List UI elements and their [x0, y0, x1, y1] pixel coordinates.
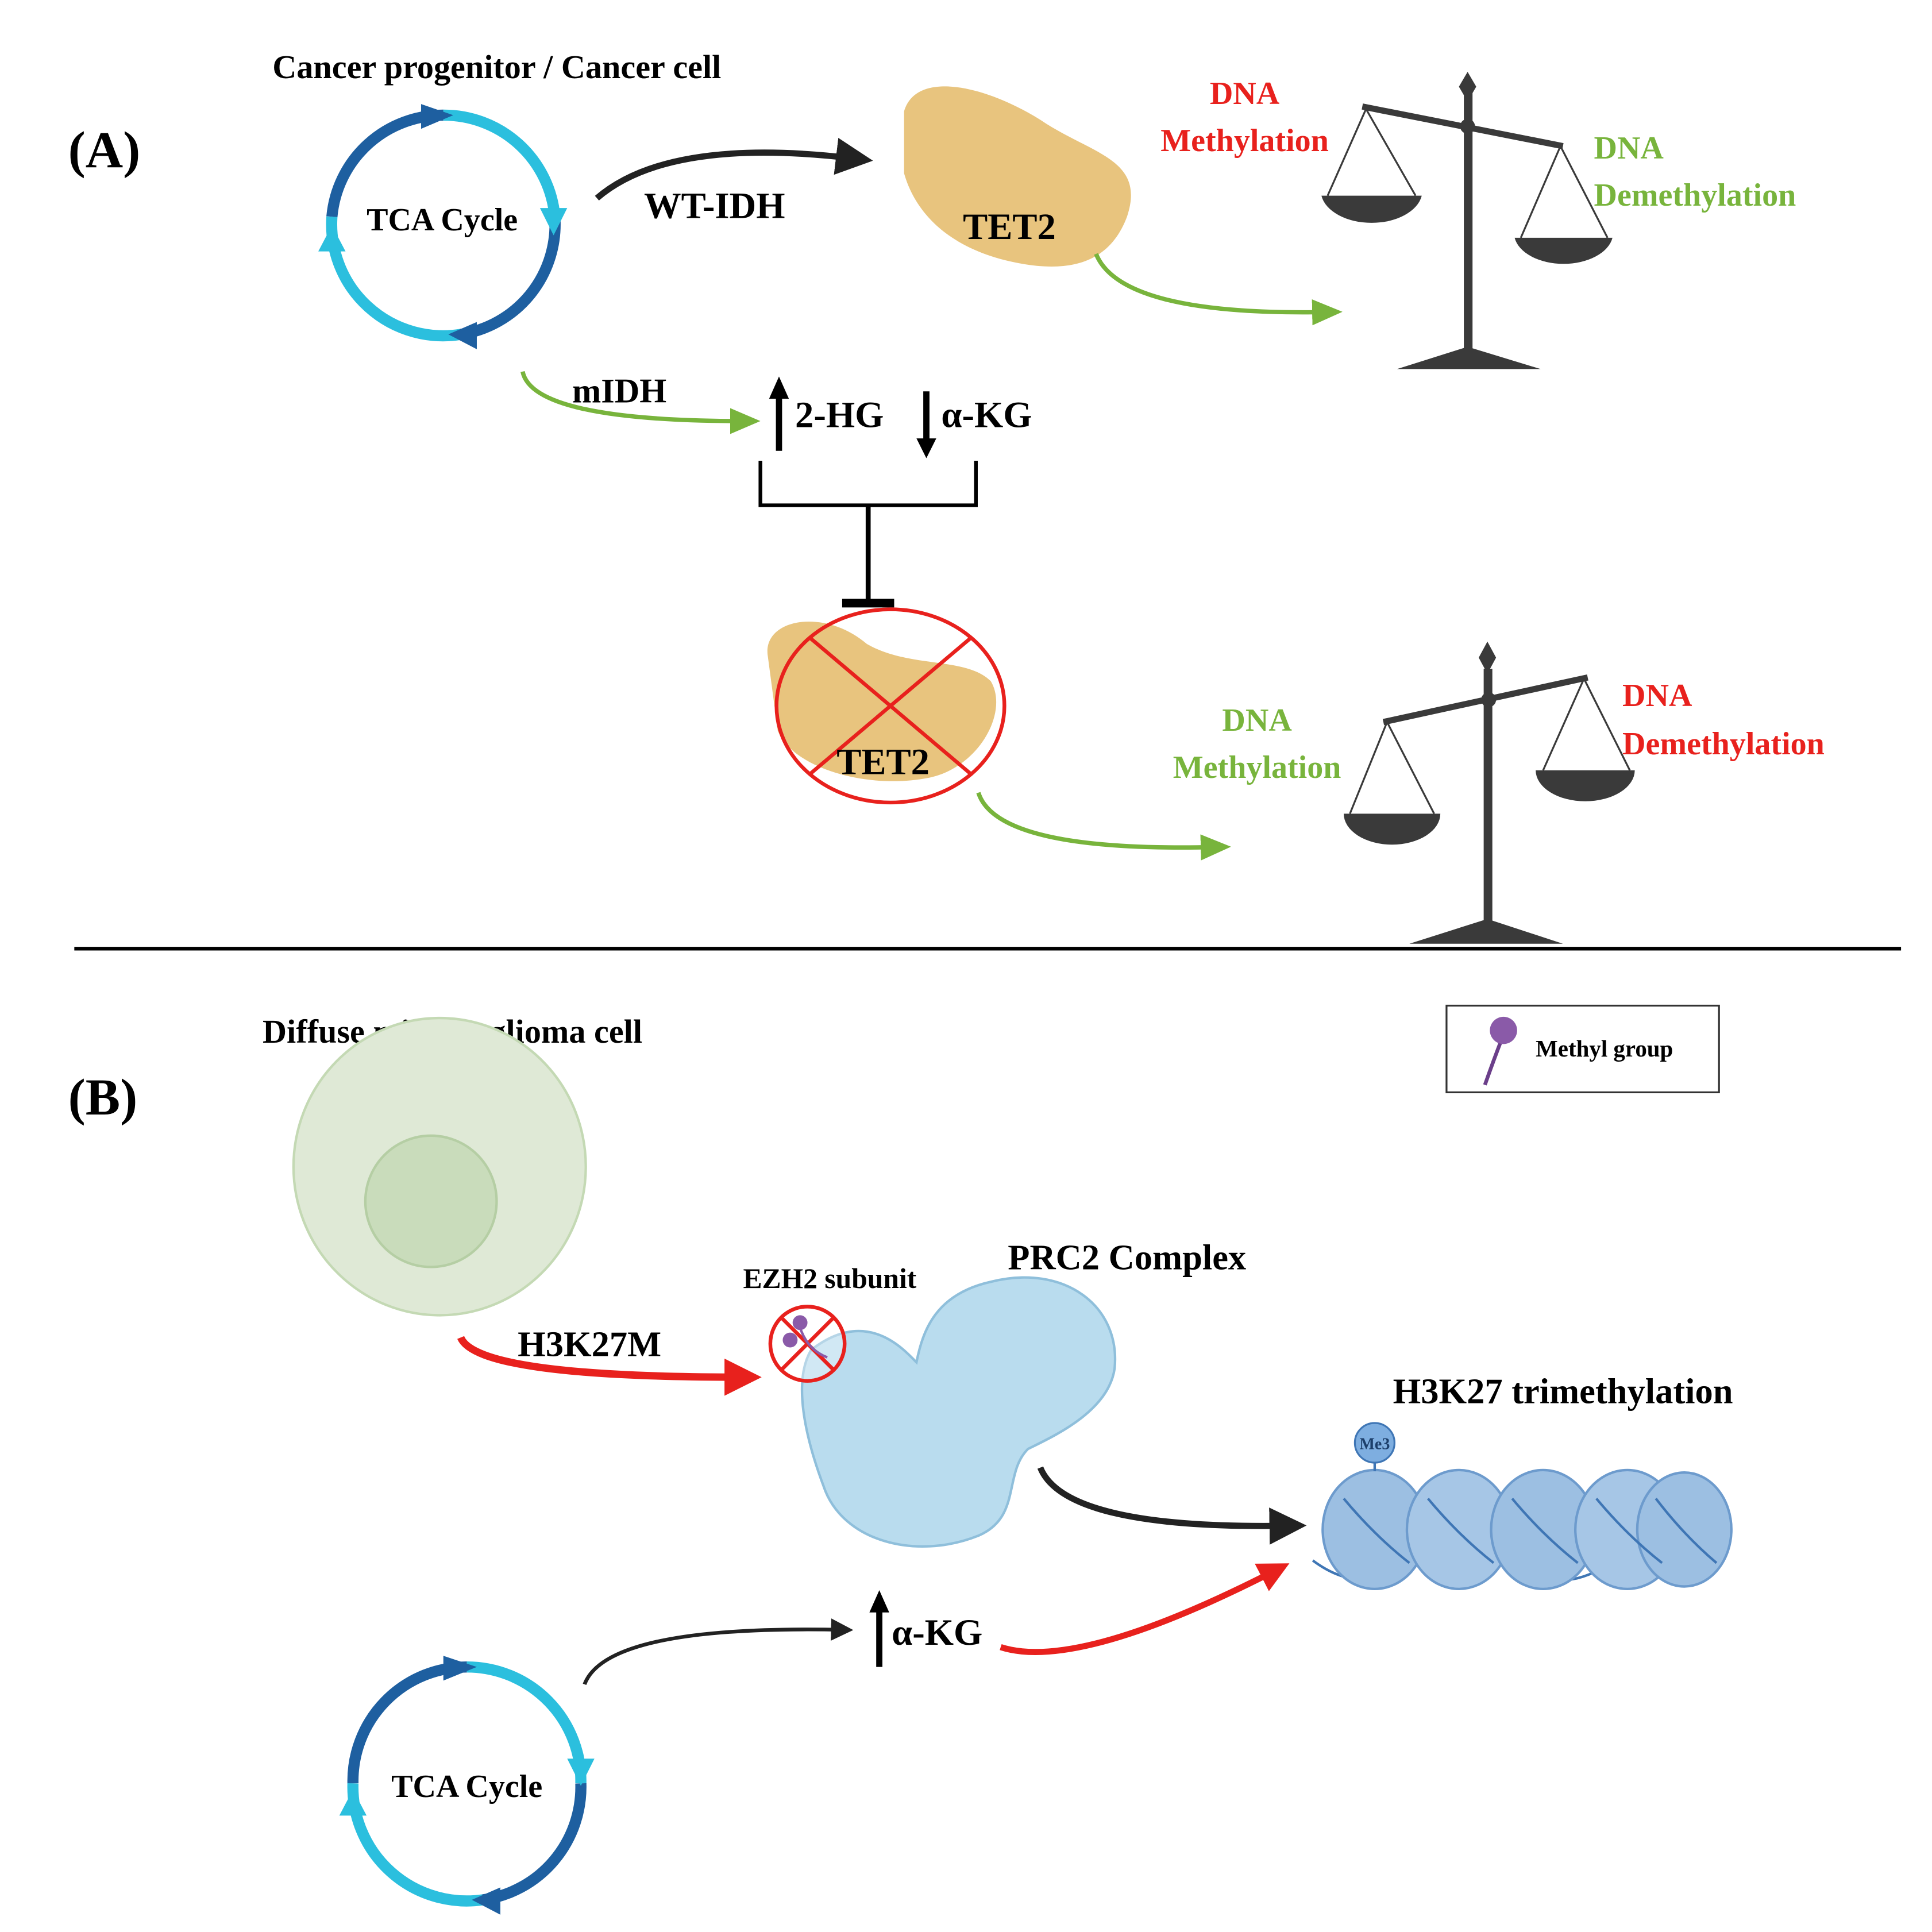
midh-arrow: [520, 371, 761, 434]
tca-arrowhead-icon: [339, 1790, 367, 1816]
prc2-label: PRC2 Complex: [1008, 1237, 1246, 1278]
up-arrow-icon: [769, 376, 789, 451]
scale1-left-line2: Methylation: [1160, 123, 1329, 159]
scale2-left-line2: Methylation: [1173, 750, 1341, 785]
wt-idh-label: WT-IDH: [644, 184, 785, 226]
ezh2-label: EZH2 subunit: [743, 1263, 916, 1294]
h3k27m-arrow: [457, 1336, 762, 1396]
scale1-left-line1: DNA: [1210, 76, 1280, 111]
legend-label: Methyl group: [1536, 1036, 1673, 1062]
me3-label: Me3: [1359, 1435, 1390, 1453]
tca-arrowhead-icon: [318, 225, 346, 252]
tet2-to-scale-arrow: [1094, 253, 1343, 326]
tca-arrowhead-icon: [567, 1759, 595, 1786]
scale2-left-line1: DNA: [1222, 703, 1292, 738]
panel-a-title: Cancer progenitor / Cancer cell: [272, 48, 721, 86]
tca-cycle-b: [339, 1656, 595, 1915]
scale2-right-line2: Demethylation: [1622, 726, 1825, 762]
scale1-right-line2: Demethylation: [1594, 178, 1796, 213]
tet2-enzyme: [904, 86, 1131, 267]
ezh2-inhibited-icon: [768, 1305, 847, 1383]
tca-cycle-a: [318, 104, 568, 349]
tca-to-akg-arrow: [583, 1618, 854, 1686]
h3k27m-label: H3K27M: [518, 1324, 661, 1364]
tca-arrowhead-icon: [539, 208, 568, 236]
2hg-label: 2-HG: [795, 394, 884, 435]
tca-arrowhead-icon: [421, 104, 454, 129]
glioma-cell: [292, 1016, 587, 1317]
midh-label: mIDH: [572, 372, 666, 411]
up-arrow-icon: [869, 1590, 889, 1667]
prc2-to-chromatin-arrow: [1037, 1466, 1307, 1545]
tca-cycle-a-label: TCA Cycle: [367, 202, 518, 238]
tet2-label: TET2: [963, 206, 1056, 247]
scale1-right-line1: DNA: [1594, 130, 1664, 166]
balance-scale-1: [1321, 72, 1613, 369]
down-arrow-icon: [916, 391, 936, 458]
tet2-inhibited-label: TET2: [836, 741, 930, 782]
panel-b-label: (B): [68, 1068, 138, 1126]
balance-scale-2: [1344, 641, 1635, 944]
akg-to-chromatin-arrow: [1000, 1563, 1290, 1655]
akg-label-a: α-KG: [941, 394, 1032, 435]
tca-arrowhead-icon: [448, 322, 477, 349]
scale2-right-line1: DNA: [1622, 678, 1692, 714]
legend-box: [1445, 1004, 1720, 1094]
tca-arrowhead-icon: [472, 1887, 500, 1915]
tet2-inhibited-enzyme: [767, 621, 997, 781]
tca-arrowhead-icon: [443, 1656, 477, 1681]
prc2-complex: [800, 1276, 1117, 1548]
inhibited-cross-icon: [774, 607, 1007, 805]
akg-label-b: α-KG: [892, 1611, 982, 1653]
tet2-inhibited-to-scale-arrow: [976, 792, 1231, 861]
tca-cycle-b-label: TCA Cycle: [391, 1769, 542, 1804]
trimethylation-label: H3K27 trimethylation: [1393, 1371, 1733, 1411]
wt-idh-arrow: [595, 137, 873, 201]
chromatin-nucleosomes: [1312, 1422, 1733, 1591]
inhibition-bracket: [758, 460, 978, 608]
panel-a-label: (A): [68, 121, 141, 179]
